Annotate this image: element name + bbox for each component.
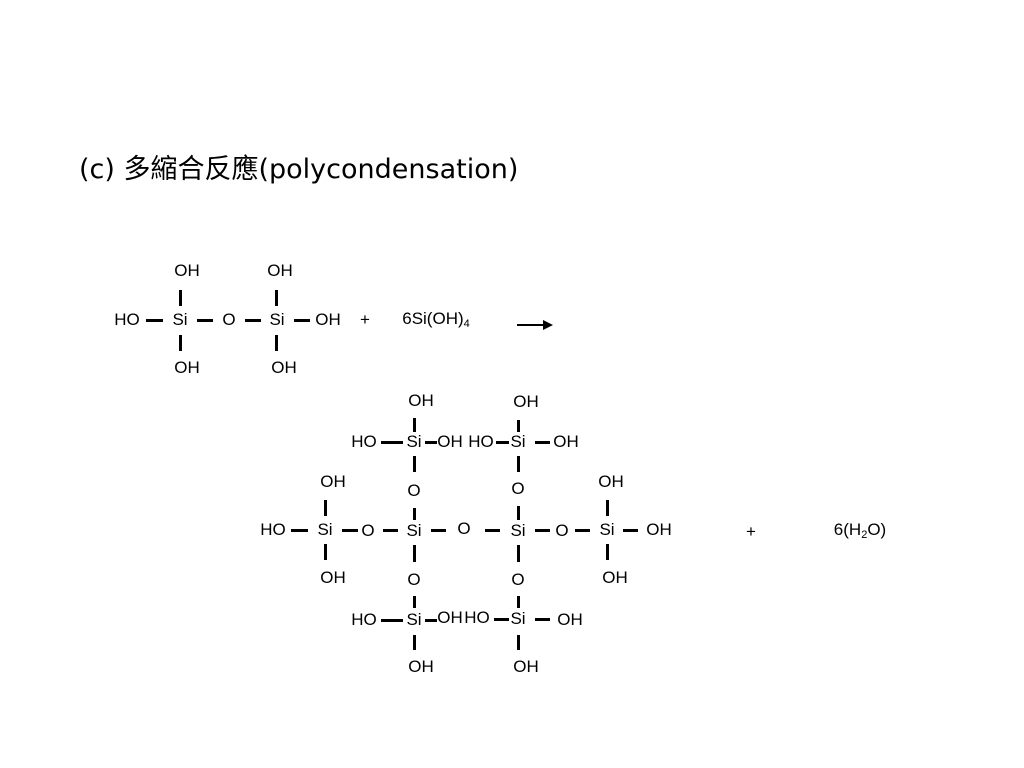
reactant-silicic-acid: 6Si(OH)4 — [402, 309, 470, 330]
plus-sign-products: + — [746, 522, 756, 541]
bond-line — [516, 506, 520, 520]
bond-line — [535, 528, 550, 532]
bond-line — [274, 335, 278, 351]
bond-line — [323, 544, 327, 560]
bond-line — [146, 318, 163, 322]
hydroxyl-group: HO — [351, 432, 377, 451]
bond-line — [431, 528, 446, 532]
water-formula-prefix: 6(H — [833, 520, 862, 539]
water-subscript: 2 — [861, 529, 868, 541]
bond-line — [381, 440, 403, 444]
hydroxyl-group: HO — [260, 520, 286, 539]
oxygen-bridge: O — [222, 310, 236, 329]
silicic-acid-subscript: 4 — [463, 318, 470, 330]
silicic-acid-formula: 6Si(OH) — [402, 309, 464, 328]
hydroxyl-group: OH — [320, 568, 346, 587]
silicon-atom: Si — [172, 310, 188, 329]
bond-line — [425, 618, 437, 622]
oxygen-bridge: O — [511, 570, 525, 589]
bond-line — [412, 418, 416, 432]
oxygen-bridge: O — [407, 570, 421, 589]
hydroxyl-group: OH — [437, 608, 463, 627]
water-formula-suffix: O) — [867, 520, 887, 539]
bond-line — [516, 420, 520, 432]
hydroxyl-group: OH — [267, 261, 293, 280]
hydroxyl-group: OH — [598, 472, 624, 491]
hydroxyl-group: OH — [271, 358, 297, 377]
bond-line — [605, 544, 609, 560]
hydroxyl-group: HO — [464, 608, 490, 627]
silicon-atom: Si — [406, 521, 422, 540]
hydroxyl-group: OH — [553, 432, 579, 451]
silicon-atom: Si — [510, 521, 526, 540]
bond-line — [412, 596, 416, 608]
bond-line — [575, 528, 590, 532]
bond-line — [383, 528, 398, 532]
hydroxyl-group: OH — [513, 657, 539, 676]
bond-line — [197, 318, 213, 322]
bond-line — [323, 500, 327, 516]
bond-line — [494, 617, 509, 621]
slide-title: (c) 多縮合反應(polycondensation) — [79, 154, 519, 185]
hydroxyl-group: HO — [114, 310, 140, 329]
silicon-atom: Si — [510, 432, 526, 451]
oxygen-bridge: O — [361, 521, 375, 540]
oxygen-bridge: O — [555, 521, 569, 540]
bond-line — [535, 617, 550, 621]
bond-line — [342, 528, 358, 532]
hydroxyl-group: OH — [557, 610, 583, 629]
bond-line — [516, 456, 520, 472]
oxygen-bridge: O — [407, 481, 421, 500]
bond-line — [425, 440, 437, 444]
oxygen-bridge: O — [511, 479, 525, 498]
hydroxyl-group: OH — [646, 520, 672, 539]
bond-line — [516, 545, 520, 562]
bond-line — [412, 635, 416, 650]
bond-line — [412, 545, 416, 562]
bond-line — [178, 335, 182, 351]
hydroxyl-group: HO — [351, 610, 377, 629]
hydroxyl-group: OH — [174, 261, 200, 280]
bond-line — [412, 508, 416, 520]
silicon-atom: Si — [406, 432, 422, 451]
bond-line — [496, 440, 509, 444]
oxygen-bridge: O — [457, 519, 471, 538]
hydroxyl-group: OH — [320, 472, 346, 491]
bond-line — [245, 318, 261, 322]
bond-line — [605, 500, 609, 516]
silicon-atom: Si — [510, 609, 526, 628]
hydroxyl-group: OH — [174, 358, 200, 377]
hydroxyl-group: OH — [602, 568, 628, 587]
hydroxyl-group: HO — [468, 432, 494, 451]
silicon-atom: Si — [599, 520, 615, 539]
hydroxyl-group: OH — [408, 391, 434, 410]
bond-line — [381, 618, 403, 622]
bond-line — [412, 456, 416, 472]
bond-line — [294, 318, 310, 322]
silicon-atom: Si — [406, 610, 422, 629]
byproduct-water: 6(H2O) — [833, 520, 887, 541]
silicon-atom: Si — [269, 310, 285, 329]
hydroxyl-group: OH — [437, 432, 463, 451]
hydroxyl-group: OH — [513, 392, 539, 411]
bond-line — [516, 596, 520, 608]
bond-line — [623, 528, 638, 532]
bond-line — [274, 290, 278, 306]
bond-line — [291, 528, 308, 532]
bond-line — [516, 635, 520, 650]
bond-line — [535, 440, 550, 444]
bond-line — [485, 528, 500, 532]
silicon-atom: Si — [317, 520, 333, 539]
bond-line — [178, 290, 182, 306]
plus-sign-reactants: + — [360, 310, 370, 329]
hydroxyl-group: OH — [315, 310, 341, 329]
hydroxyl-group: OH — [408, 657, 434, 676]
